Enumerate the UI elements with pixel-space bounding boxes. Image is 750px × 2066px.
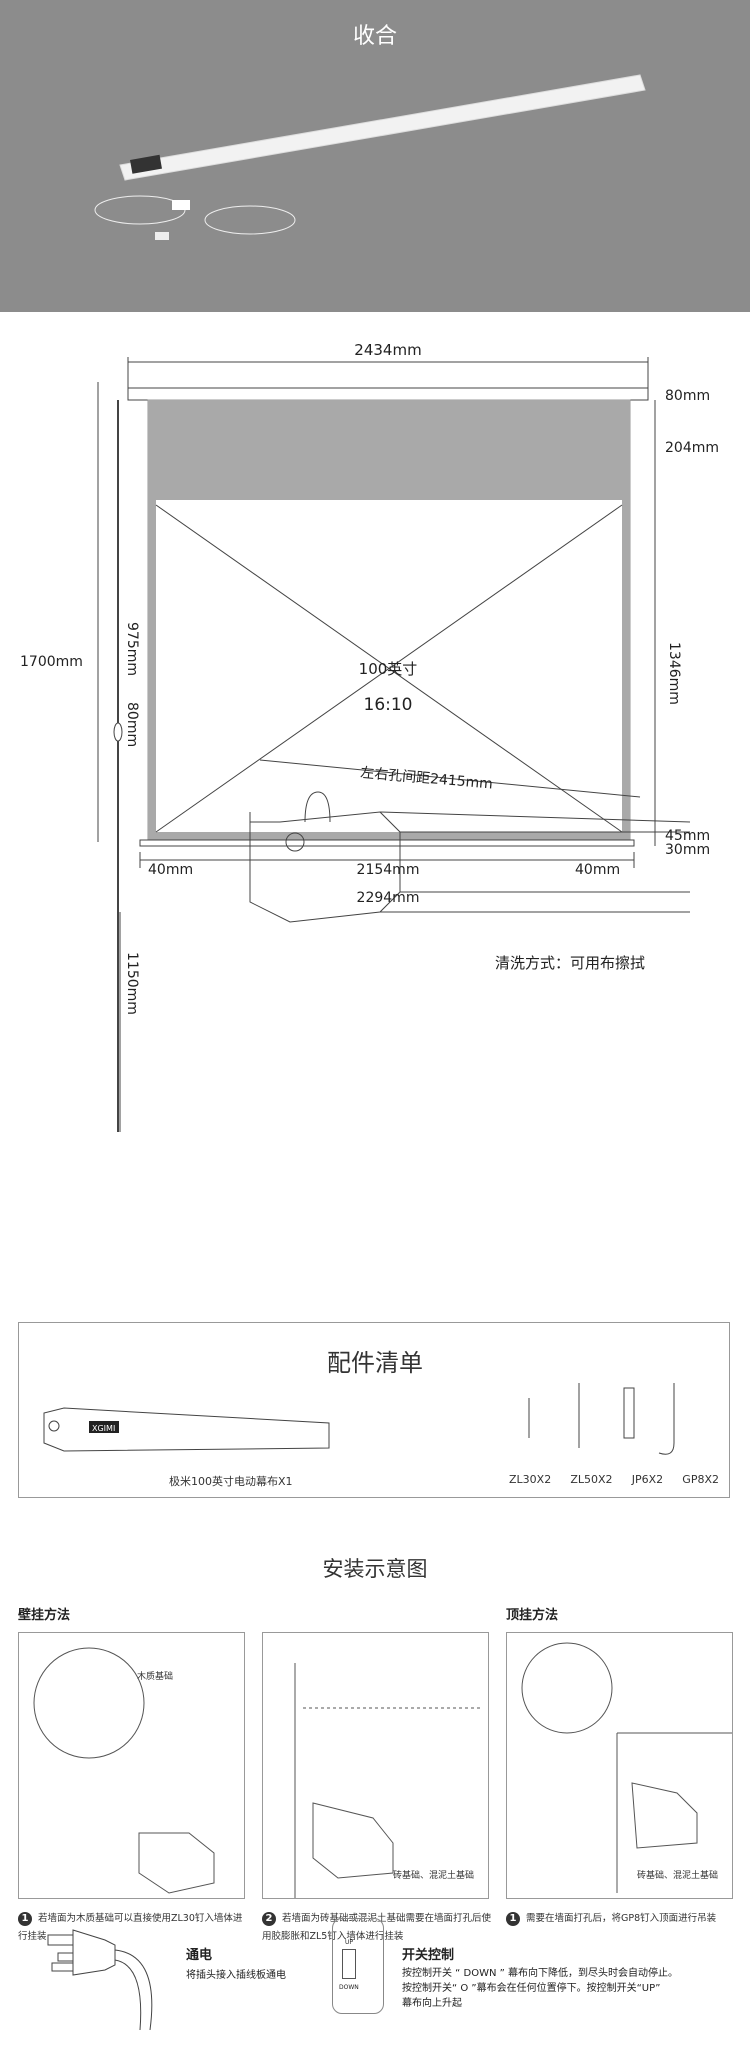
rocker-switch (342, 1949, 356, 1979)
dim-view-width: 2154mm (357, 862, 420, 878)
hero-banner: 收合 (0, 0, 750, 312)
power-desc: 将插头接入插线板通电 (186, 1970, 286, 1981)
svg-text:XGIMI: XGIMI (92, 1424, 115, 1433)
dim-bottom-border: 45mm (665, 828, 710, 844)
install-title: 安装示意图 (322, 1557, 428, 1581)
hardware-icons (528, 1383, 675, 1455)
wood-label: 木质基础 (137, 1672, 174, 1682)
hero-title: 收合 (352, 24, 397, 49)
dim-pole-low: 1150mm (124, 952, 140, 1015)
dim-total-width: 2434mm (354, 341, 421, 359)
dim-total-height: 1700mm (20, 654, 83, 670)
accessory-gp8: GP8X2 (682, 1473, 719, 1486)
power-title: 通电 (186, 1948, 213, 1963)
switch-desc: 按控制开关 “ DOWN ” 幕布向下降低，到尽头时会自动停止。 按控制开关“ … (402, 1968, 679, 2009)
wall-mount-title: 壁挂方法 (18, 1608, 71, 1623)
panel-wood-wall: 木质基础 (18, 1632, 245, 1899)
switch-title: 开关控制 (402, 1948, 455, 1963)
aspect-ratio: 16:10 (364, 695, 413, 715)
dim-bar-width: 2294mm (357, 890, 420, 906)
accessory-zl30: ZL30X2 (509, 1473, 552, 1486)
retracted-screen-image (94, 74, 646, 240)
switch-image: UP DOWN (332, 1918, 384, 2014)
panel-ceiling: 砖基础、混泥土基础 (506, 1632, 733, 1899)
ceiling-mount-title: 顶挂方法 (506, 1608, 559, 1623)
dim-left-margin: 40mm (148, 862, 193, 878)
main-item-label: 极米100英寸电动幕布X1 (169, 1475, 293, 1488)
accessory-jp6: JP6X2 (631, 1473, 664, 1486)
dim-view-height: 1346mm (666, 642, 682, 705)
brick-label-ceiling: 砖基础、混泥土基础 (637, 1871, 719, 1881)
accessories-box: 配件清单 XGIMI 极米100英寸电动幕布X1 ZL30X2 ZL50X2 J… (18, 1322, 730, 1498)
screen-case-icon: XGIMI (43, 1407, 330, 1452)
accessory-zl50: ZL50X2 (570, 1473, 613, 1486)
dim-drop: 975mm (124, 622, 140, 676)
dim-top-bar: 80mm (665, 388, 710, 404)
cleaning-note: 清洗方式：可用布擦拭 (495, 954, 645, 972)
brick-label: 砖基础、混泥土基础 (393, 1871, 475, 1881)
dim-right-margin: 40mm (575, 862, 620, 878)
plug-icon (47, 1929, 153, 2030)
dim-black-border: 204mm (665, 440, 719, 456)
accessories-title: 配件清单 (327, 1349, 423, 1377)
dimension-diagram: 2434mm 80mm 204mm 1346mm 45mm 30mm 1700m… (20, 341, 719, 1132)
panel-brick-wall: 砖基础、混泥土基础 (262, 1632, 489, 1899)
screen-size: 100英寸 (359, 660, 418, 678)
dim-pole-mid: 80mm (124, 702, 140, 747)
dim-bottom-bar: 30mm (665, 842, 710, 858)
